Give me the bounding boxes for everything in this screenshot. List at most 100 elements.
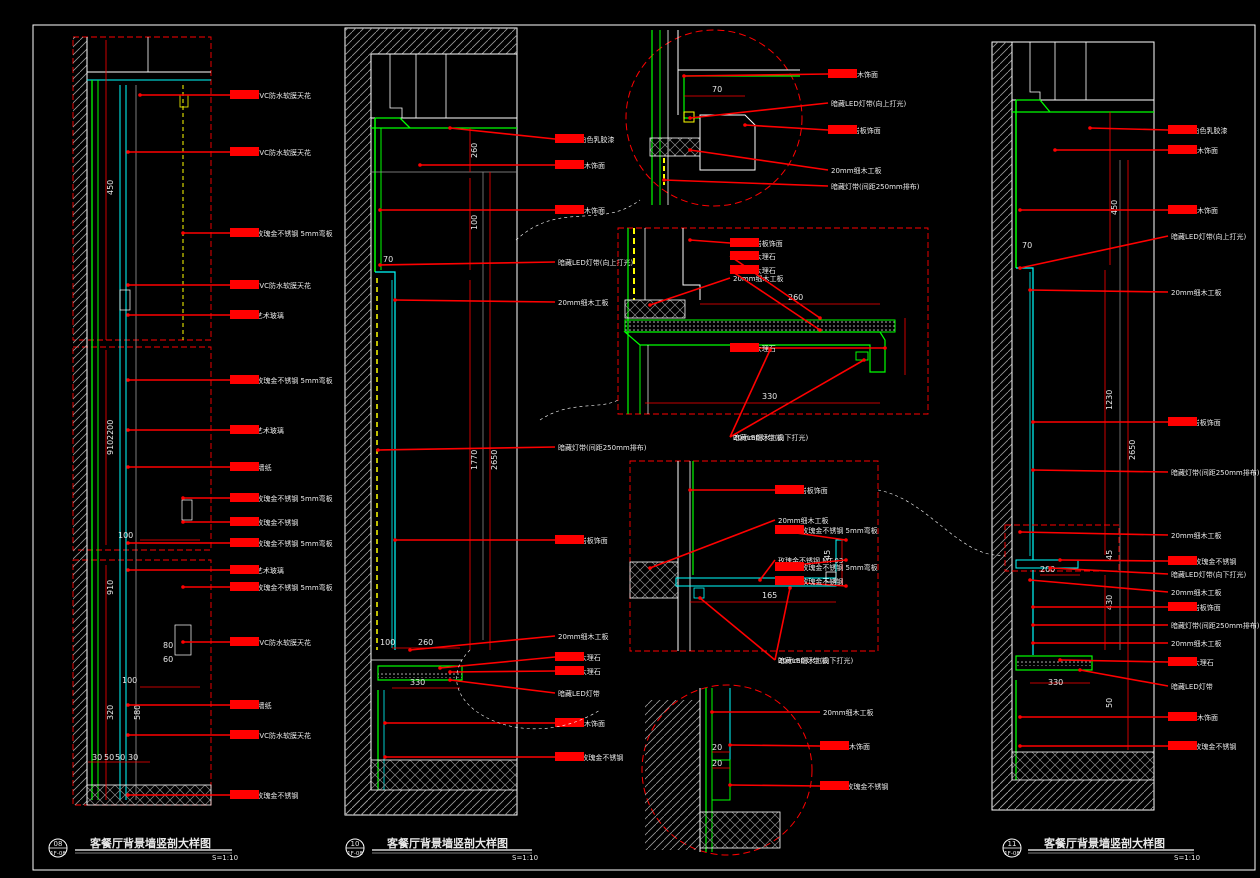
sheet-border (32, 24, 1256, 871)
detail-mid-label-text: MT-01 玫瑰金不锈钢 (778, 577, 843, 586)
panel-11-label-text: MT-01 玫瑰金不锈钢 (1171, 742, 1236, 751)
detail-shelf-label: ST-04 岩板饰面 (688, 238, 783, 248)
detail-shelf-label: 暗藏LED灯带(向下打光) (729, 348, 808, 442)
panel-08-label-text: SF-01 PVC防水软膜天花 (233, 731, 311, 740)
panel-08-label-text: SF-01 PVC防水软膜天花 (233, 91, 311, 100)
panel-10-label-text: 暗藏灯带(间距250mm排布) (558, 443, 647, 452)
panel-08-label-text: SF-01 PVC防水软膜天花 (233, 638, 311, 647)
panel-10-dimension: 2650 (490, 450, 499, 470)
detail-top-label: ST-04 岩板饰面 (743, 123, 881, 135)
detail-mid-label-text: MT-01 玫瑰金不锈钢 5mm弯板 (778, 563, 878, 572)
panel-08-dimension: 50 (104, 753, 114, 762)
panel-10-label: 20mm细木工板 (393, 298, 609, 307)
panel-08-label-text: MT-01 玫瑰金不锈钢 5mm弯板 (233, 494, 333, 503)
panel-10-label: 暗藏LED灯带(向上打光) (378, 258, 633, 267)
drawing-title: 客餐厅背景墙竖剖大样图 (1043, 836, 1165, 850)
detail-top-label-text: 暗藏LED灯带(向上打光) (831, 99, 906, 108)
detail-number: 08 (54, 840, 63, 848)
panel-10-label-text: MT-01 玫瑰金不锈钢 (558, 753, 623, 762)
panel-10-dimension: 260 (418, 638, 433, 647)
detail-mid-label: MT-01 玫瑰金不锈钢 (774, 576, 848, 588)
detail-mid-label: 20mm细木工板 (774, 586, 829, 665)
panel-11-dimension: 1230 (1105, 390, 1114, 410)
panel-10-label: WD-01 木饰面 (418, 160, 605, 170)
detail-shelf-label-text: 20mm细木工板 (733, 433, 784, 442)
panel-11-label: MT-01 玫瑰金不锈钢 (1018, 741, 1236, 751)
panel-10-dimension: 330 (410, 678, 425, 687)
panel-10-label-text: 20mm细木工板 (558, 298, 609, 307)
detail-mid-label-text: 20mm细木工板 (778, 656, 829, 665)
panel-08-dimension: 30 (128, 753, 138, 762)
panel-11-label-text: 20mm细木工板 (1171, 531, 1222, 540)
panel-11-dimension: 450 (1110, 200, 1119, 215)
panel-10-label: 暗藏灯带(间距250mm排布) (376, 443, 647, 452)
detail-mid-dimension: 45 (823, 550, 832, 560)
panel-08-dimension: 30 (92, 753, 102, 762)
panel-11-label: 20mm细木工板 (1031, 639, 1222, 648)
panel-10-label-text: 20mm细木工板 (558, 632, 609, 641)
panel-08-dimension: 910 (106, 580, 115, 595)
detail-shelf-dimension: 330 (762, 392, 777, 401)
panel-10-label: ST-02 大理石 (448, 666, 601, 676)
detail-top-dimension: 70 (712, 85, 722, 94)
panel-08-label: MT-01 玫瑰金不锈钢 (126, 790, 298, 800)
detail-mid-label: ST-04 岩板饰面 (688, 485, 828, 495)
panel-11-label-text: 20mm细木工板 (1171, 588, 1222, 597)
panel-11-label: 暗藏灯带(间距250mm排布) (1031, 621, 1260, 630)
panel-11-label: PT-01 白色乳胶漆 (1088, 125, 1228, 135)
panel-08-label-text: MT-03 玫瑰金不锈钢 5mm弯板 (233, 376, 333, 385)
panel-11-label: 暗藏LED灯带 (1078, 668, 1213, 691)
panel-11-label: WD-01 木饰面 (1018, 712, 1218, 722)
panel-08-label: SF-01 PVC防水软膜天花 (126, 280, 311, 290)
detail-bottom-label-text: MT-01 玫瑰金不锈钢 (823, 782, 888, 791)
panel-11-label-text: 暗藏灯带(间距250mm排布) (1171, 468, 1260, 477)
detail-bottom-dimension: 20 (712, 759, 722, 768)
detail-top-label: 暗藏灯带(间距250mm排布) (662, 178, 920, 191)
panel-08-dimension: 80 (163, 641, 173, 650)
detail-mid-label: 玫瑰金不锈钢 MT-03 (758, 556, 843, 582)
panel-11-label-text: 暗藏LED灯带 (1171, 682, 1213, 691)
panel-08-dimension: 50 (115, 753, 125, 762)
detail-shelf-label-text: 20mm细木工板 (733, 274, 784, 283)
panel-08-dimension: 580 (133, 705, 142, 720)
panel-10-label: MT-01 玫瑰金不锈钢 (383, 752, 623, 762)
panel-10-label: ST-04 岩板饰面 (393, 535, 608, 545)
panel-11-label: 20mm细木工板 (1018, 530, 1222, 540)
panel-11-label-text: PT-01 白色乳胶漆 (1171, 126, 1228, 135)
panel-08-dimension: 910 (106, 440, 115, 455)
panel-11-dimension: 2650 (1128, 440, 1137, 460)
detail-mid-dimension: 165 (762, 591, 777, 600)
detail-number: 11 (1008, 840, 1017, 848)
panel-08-label: GL-05 艺术玻璃 (126, 310, 284, 320)
panel-08-label: MT-03 玫瑰金不锈钢 (181, 517, 298, 527)
panel-10-dimension: 100 (380, 638, 395, 647)
panel-10-label-text: PT-01 白色乳胶漆 (558, 135, 615, 144)
panel-11-label-text: MT-01 玫瑰金不锈钢 (1171, 557, 1236, 566)
panel-10-label: 20mm细木工板 (408, 632, 609, 652)
panel-11-label-text: 20mm细木工板 (1171, 288, 1222, 297)
panel-10-dimension: 100 (470, 215, 479, 230)
panel-08-dimension: 450 (106, 180, 115, 195)
detail-mid-label: 暗藏LED灯带(向下打光) (698, 596, 853, 665)
panel-11-dimension: 70 (1022, 241, 1032, 250)
panel-11-label: 20mm细木工板 (1028, 578, 1222, 597)
panel-10-label: PT-01 白色乳胶漆 (448, 126, 615, 144)
panel-08-label-text: SF-01 PVC防水软膜天花 (233, 148, 311, 157)
drawing-title: 客餐厅背景墙竖剖大样图 (89, 836, 211, 850)
panel-08-label-text: MT-01 玫瑰金不锈钢 5mm弯板 (233, 539, 333, 548)
detail-mid-label-text: 20mm细木工板 (778, 516, 829, 525)
detail-top-label: 暗藏LED灯带(向上打光) (688, 99, 906, 120)
panel-10-dimension: 1770 (470, 450, 479, 470)
detail-top-label-text: 20mm细木工板 (831, 166, 882, 175)
panel-11-label: 暗藏灯带(间距250mm排布) (1031, 468, 1260, 477)
panel-11-label-text: 20mm细木工板 (1171, 639, 1222, 648)
panel-08-label-text: MT-03 玫瑰金不锈钢 (233, 518, 298, 527)
detail-bottom-dimension: 20 (712, 743, 722, 752)
